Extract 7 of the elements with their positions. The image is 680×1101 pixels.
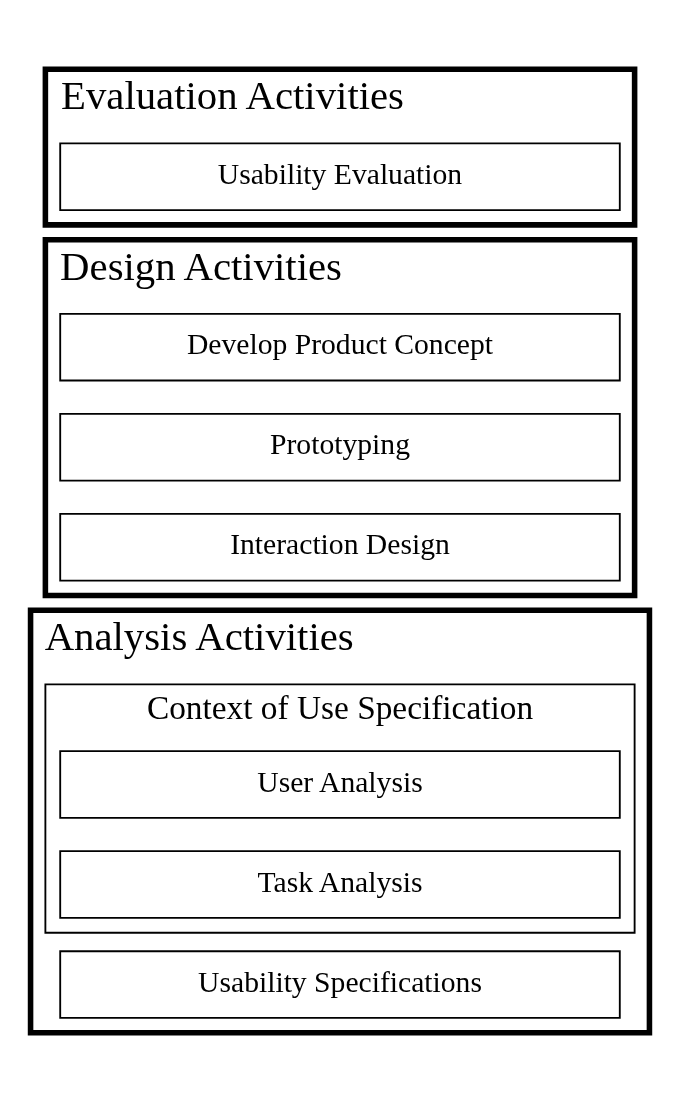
node-box: Develop Product Concept (59, 312, 621, 381)
node-box: Task Analysis (59, 849, 621, 919)
node-box: Usability Evaluation (59, 141, 621, 211)
node-box: Prototyping (59, 412, 621, 481)
node-box: Interaction Design (59, 512, 621, 582)
node-box: User Analysis (59, 749, 621, 819)
node-box: Usability Specifications (59, 949, 621, 1019)
